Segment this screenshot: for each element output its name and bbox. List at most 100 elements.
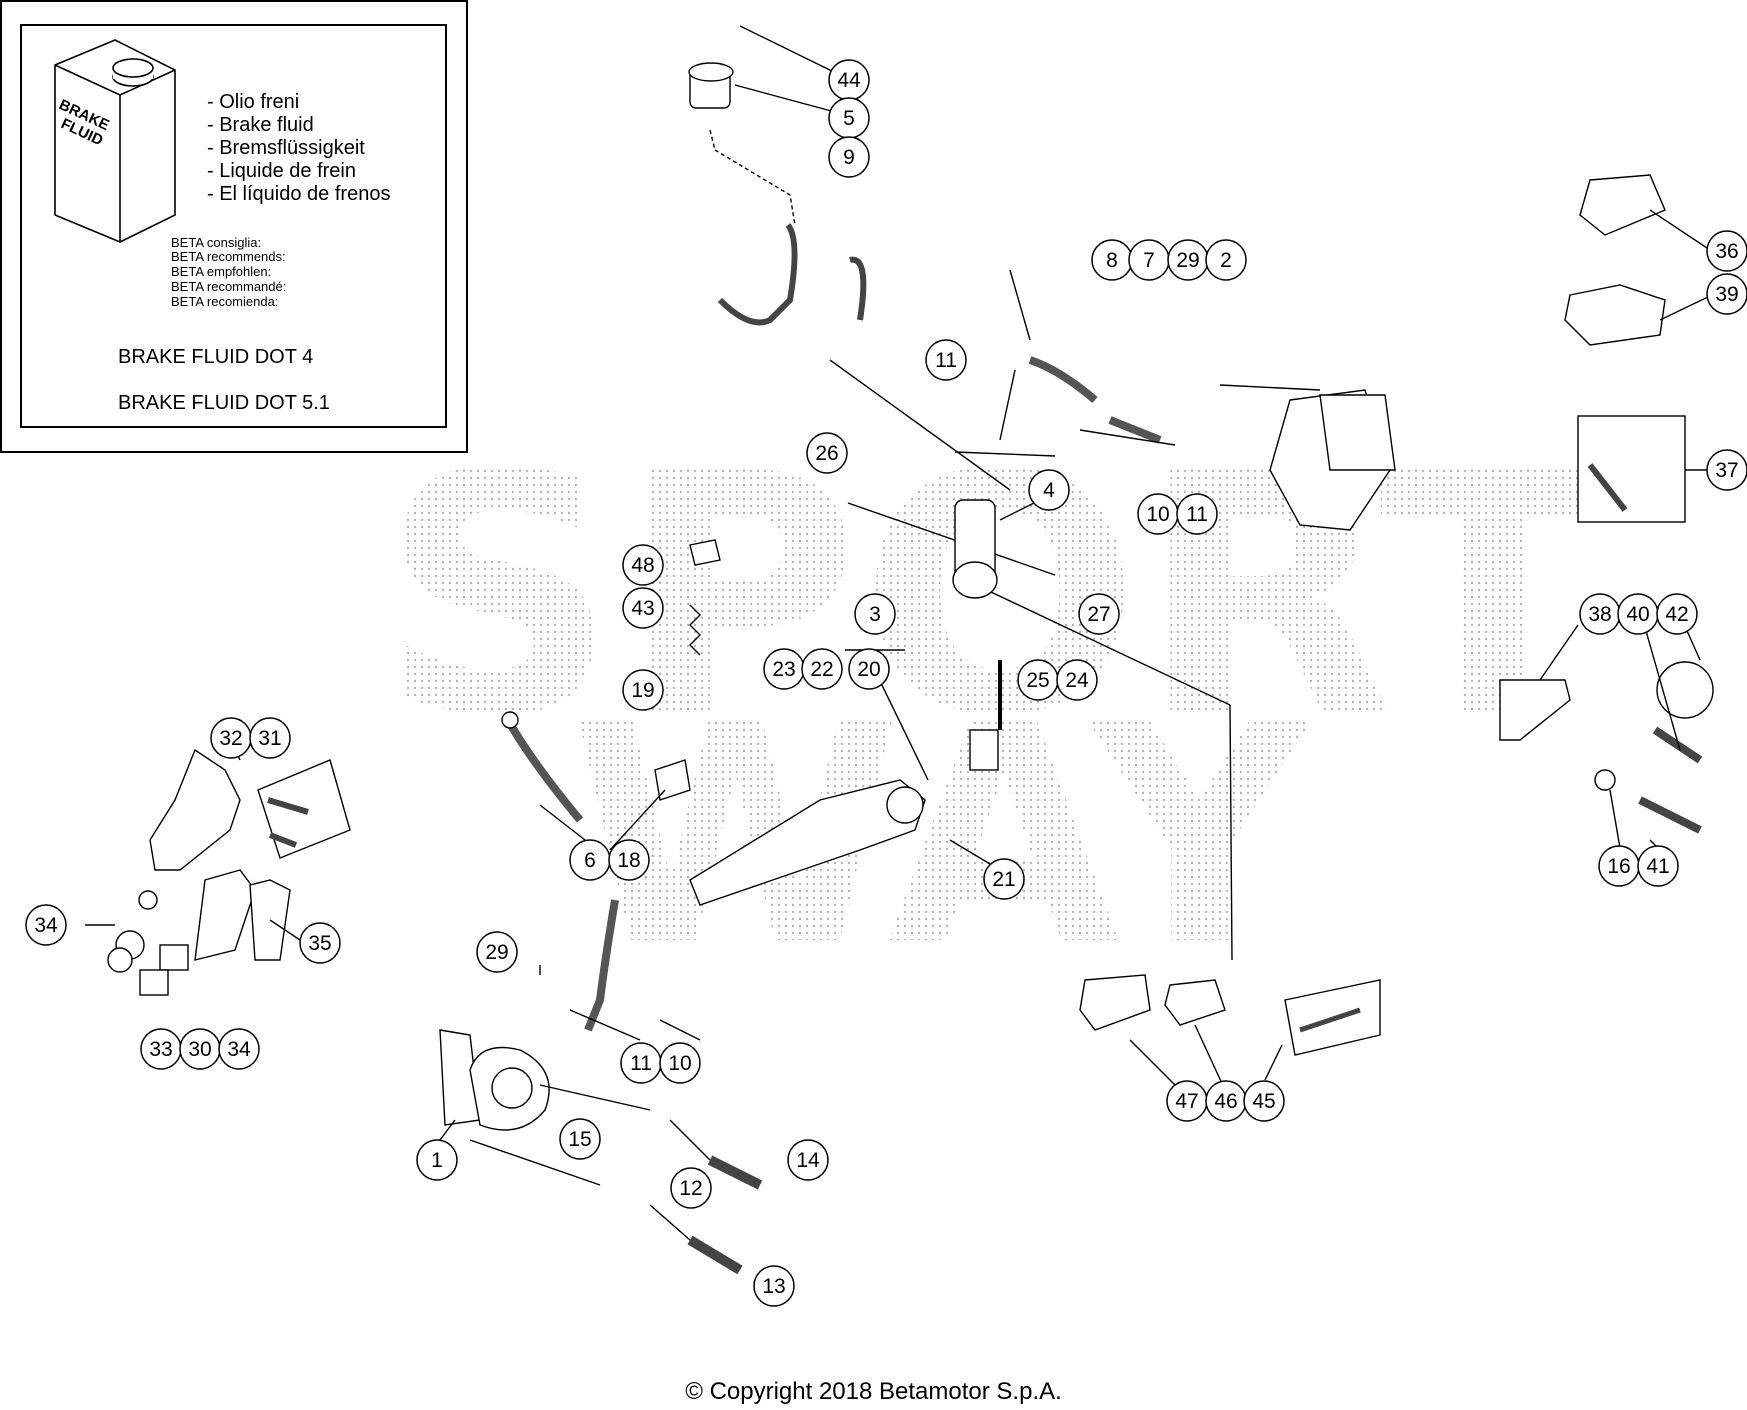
- callout-31: 31: [249, 717, 291, 759]
- recommends-fr: BETA recommandé:: [171, 279, 287, 294]
- svg-text:33: 33: [149, 1038, 172, 1061]
- svg-text:16: 16: [1607, 855, 1630, 878]
- svg-text:11: 11: [935, 349, 957, 372]
- callout-15: 15: [559, 1118, 601, 1160]
- svg-text:10: 10: [1146, 503, 1169, 526]
- svg-text:22: 22: [810, 658, 833, 681]
- svg-text:45: 45: [1252, 1090, 1275, 1113]
- callout-8: 8: [1091, 239, 1133, 281]
- svg-text:6: 6: [584, 849, 596, 872]
- callout-32: 32: [210, 717, 252, 759]
- svg-text:36: 36: [1715, 240, 1738, 263]
- callout-6: 6: [569, 839, 611, 881]
- callout-34-left: 34: [25, 904, 67, 946]
- callout-30: 30: [179, 1028, 221, 1070]
- callout-29-front: 29: [476, 931, 518, 973]
- svg-text:14: 14: [796, 1149, 820, 1172]
- callout-34-bottom: 34: [218, 1028, 260, 1070]
- svg-text:1: 1: [431, 1149, 443, 1172]
- svg-text:31: 31: [258, 727, 281, 750]
- svg-text:47: 47: [1175, 1090, 1198, 1113]
- callout-13: 13: [753, 1265, 795, 1307]
- svg-text:12: 12: [679, 1177, 702, 1200]
- svg-text:18: 18: [617, 849, 640, 872]
- callout-38: 38: [1579, 593, 1621, 635]
- callout-10-front: 10: [659, 1042, 701, 1084]
- svg-text:20: 20: [857, 658, 880, 681]
- callout-1: 1: [416, 1139, 458, 1181]
- callout-40: 40: [1617, 593, 1659, 635]
- fluid-name-it: - Olio freni: [207, 91, 300, 113]
- info-box: BRAKE FLUID: [0, 0, 468, 453]
- svg-text:5: 5: [843, 107, 855, 130]
- recommends-it: BETA consiglia:: [171, 235, 262, 250]
- callout-27: 27: [1078, 593, 1120, 635]
- callout-9: 9: [828, 136, 870, 178]
- callout-33: 33: [140, 1028, 182, 1070]
- callout-20: 20: [848, 648, 890, 690]
- recommends-es: BETA recomienda:: [171, 294, 279, 309]
- callout-19: 19: [622, 669, 664, 711]
- svg-text:13: 13: [762, 1275, 785, 1298]
- svg-text:44: 44: [837, 69, 861, 92]
- callout-43: 43: [622, 587, 664, 629]
- svg-text:29: 29: [485, 941, 508, 964]
- callout-3: 3: [854, 593, 896, 635]
- callout-7: 7: [1128, 239, 1170, 281]
- svg-text:11: 11: [1186, 503, 1208, 526]
- callout-29-rear: 29: [1167, 239, 1209, 281]
- svg-text:19: 19: [631, 679, 654, 702]
- callout-37: 37: [1706, 449, 1747, 491]
- callout-36: 36: [1706, 230, 1747, 272]
- callout-11-front: 11: [620, 1042, 662, 1084]
- svg-text:42: 42: [1665, 603, 1688, 626]
- callout-4: 4: [1028, 469, 1070, 511]
- svg-text:15: 15: [568, 1128, 591, 1151]
- svg-text:27: 27: [1087, 603, 1110, 626]
- callout-35: 35: [299, 922, 341, 964]
- svg-text:48: 48: [631, 554, 654, 577]
- svg-text:24: 24: [1065, 669, 1089, 692]
- watermark: SPORT WAY: [380, 404, 1606, 1011]
- watermark-word-1: SPORT: [380, 404, 1606, 788]
- watermark-word-2: WAY: [570, 662, 1311, 1011]
- svg-text:2: 2: [1220, 249, 1232, 272]
- callout-24: 24: [1056, 659, 1098, 701]
- svg-text:34: 34: [34, 914, 58, 937]
- svg-text:34: 34: [227, 1038, 251, 1061]
- svg-text:11: 11: [630, 1052, 652, 1075]
- svg-text:41: 41: [1646, 855, 1669, 878]
- parts-line-art: [85, 25, 1714, 1275]
- callout-42: 42: [1656, 593, 1698, 635]
- svg-text:46: 46: [1214, 1090, 1237, 1113]
- svg-text:9: 9: [843, 146, 855, 169]
- svg-text:38: 38: [1588, 603, 1611, 626]
- fluid-name-fr: - Liquide de frein: [207, 160, 356, 182]
- callout-16: 16: [1598, 845, 1640, 887]
- callout-12: 12: [670, 1167, 712, 1209]
- svg-text:39: 39: [1715, 283, 1738, 306]
- svg-text:7: 7: [1143, 249, 1155, 272]
- svg-text:35: 35: [308, 932, 331, 955]
- callout-44: 44: [828, 59, 870, 101]
- callout-26: 26: [806, 432, 848, 474]
- svg-text:30: 30: [188, 1038, 211, 1061]
- callout-45: 45: [1243, 1080, 1285, 1122]
- callout-2: 2: [1205, 239, 1247, 281]
- callout-11-upper: 11: [925, 339, 967, 381]
- copyright-notice: © Copyright 2018 Betamotor S.p.A.: [685, 1378, 1062, 1405]
- fluid-name-es: - El líquido de frenos: [207, 183, 391, 205]
- svg-text:4: 4: [1043, 479, 1055, 502]
- callout-41: 41: [1637, 845, 1679, 887]
- fluid-name-en: - Brake fluid: [207, 114, 314, 136]
- svg-text:23: 23: [772, 658, 795, 681]
- svg-text:3: 3: [869, 603, 881, 626]
- svg-text:40: 40: [1626, 603, 1649, 626]
- svg-text:25: 25: [1026, 669, 1049, 692]
- callout-5: 5: [828, 97, 870, 139]
- callout-46: 46: [1205, 1080, 1247, 1122]
- callout-25: 25: [1017, 659, 1059, 701]
- callout-47: 47: [1166, 1080, 1208, 1122]
- svg-text:43: 43: [631, 597, 654, 620]
